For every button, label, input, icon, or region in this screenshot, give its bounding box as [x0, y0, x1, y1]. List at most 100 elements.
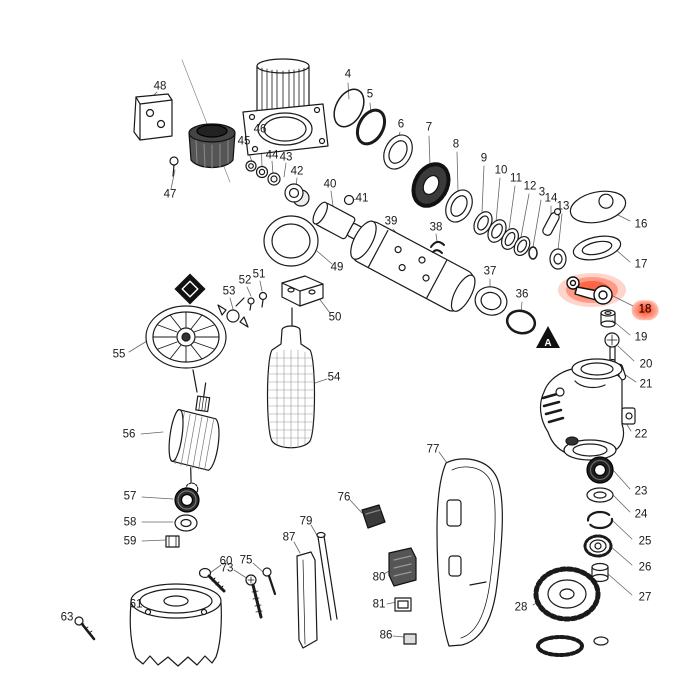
- part-label-50[interactable]: 50: [328, 311, 342, 324]
- part-label-38[interactable]: 38: [429, 221, 443, 234]
- part-17-plate: [572, 235, 622, 261]
- part-23-bearing: [586, 456, 614, 484]
- part-label-39[interactable]: 39: [384, 215, 398, 228]
- part-label-81[interactable]: 81: [372, 598, 386, 611]
- part-label-6[interactable]: 6: [397, 118, 405, 131]
- part-label-14[interactable]: 14: [544, 192, 558, 205]
- part-label-27[interactable]: 27: [638, 591, 652, 604]
- part-3-ring: [528, 246, 538, 260]
- part-barrel-assembly: [242, 58, 329, 156]
- part-label-44[interactable]: 44: [265, 149, 279, 162]
- part-73-screw: [245, 574, 263, 619]
- part-label-36[interactable]: 36: [515, 288, 529, 301]
- part-label-43[interactable]: 43: [279, 151, 293, 164]
- part-label-46[interactable]: 46: [253, 123, 267, 136]
- part-label-45[interactable]: 45: [237, 135, 251, 148]
- part-47-pin: [169, 156, 179, 177]
- part-57-bearing: [174, 487, 200, 513]
- part-41-ball: [343, 194, 355, 206]
- part-14-pin: [542, 208, 562, 236]
- part-76-clip: [361, 504, 386, 529]
- part-label-54[interactable]: 54: [327, 371, 341, 384]
- part-label-55[interactable]: 55: [112, 348, 126, 361]
- part-label-59[interactable]: 59: [123, 535, 137, 548]
- part-8-ring: [445, 189, 473, 223]
- part-label-57[interactable]: 57: [123, 490, 137, 503]
- part-label-16[interactable]: 16: [634, 218, 648, 231]
- part-label-28[interactable]: 28: [514, 601, 528, 614]
- part-43-washer: [267, 172, 281, 186]
- part-label-12[interactable]: 12: [523, 180, 537, 193]
- part-label-8[interactable]: 8: [452, 138, 460, 151]
- part-label-79[interactable]: 79: [299, 515, 313, 528]
- part-13-ring: [549, 248, 567, 270]
- part-label-58[interactable]: 58: [123, 516, 137, 529]
- part-label-63[interactable]: 63: [60, 611, 74, 624]
- part-label-24[interactable]: 24: [634, 508, 648, 521]
- part-59-clip: [165, 535, 180, 548]
- part-39-cylinder: [350, 220, 476, 312]
- part-79-rod: [316, 531, 338, 621]
- part-51-screw: [258, 291, 268, 308]
- part-label-56[interactable]: 56: [122, 428, 136, 441]
- part-label-5[interactable]: 5: [366, 88, 374, 101]
- part-label-61[interactable]: 61: [129, 598, 143, 611]
- part-label-25[interactable]: 25: [638, 535, 652, 548]
- part-75-screw: [262, 567, 277, 596]
- part-6-ring: [383, 134, 413, 170]
- part-label-51[interactable]: 51: [252, 268, 266, 281]
- part-24-washer: [586, 487, 614, 503]
- part-label-76[interactable]: 76: [337, 491, 351, 504]
- part-label-42[interactable]: 42: [290, 165, 304, 178]
- part-brush-cap: [188, 123, 236, 169]
- part-50-bracket: [281, 275, 324, 331]
- part-label-26[interactable]: 26: [638, 561, 652, 574]
- part-label-37[interactable]: 37: [483, 265, 497, 278]
- part-16-cap: [569, 190, 627, 224]
- part-label-47[interactable]: 47: [163, 188, 177, 201]
- part-45-washer: [245, 160, 257, 172]
- part-36-oring: [505, 309, 537, 335]
- part-label-73[interactable]: 73: [220, 562, 234, 575]
- part-label-87[interactable]: 87: [282, 531, 296, 544]
- part-label-52[interactable]: 52: [238, 274, 252, 287]
- part-label-75[interactable]: 75: [239, 554, 253, 567]
- part-label-40[interactable]: 40: [323, 178, 337, 191]
- part-label-49[interactable]: 49: [330, 261, 344, 274]
- part-label-77[interactable]: 77: [426, 443, 440, 456]
- part-label-18[interactable]: 18: [631, 300, 659, 320]
- part-label-23[interactable]: 23: [634, 485, 648, 498]
- part-53-wingbolt: [217, 297, 249, 328]
- part-label-11[interactable]: 11: [510, 172, 522, 185]
- part-label-41[interactable]: 41: [355, 192, 369, 205]
- warning-triangle: A: [536, 326, 560, 349]
- part-7-gear: [411, 162, 451, 208]
- part-label-7[interactable]: 7: [425, 121, 433, 134]
- part-label-20[interactable]: 20: [639, 358, 653, 371]
- part-11-ring: [501, 228, 519, 250]
- part-label-48[interactable]: 48: [153, 80, 167, 93]
- part-label-53[interactable]: 53: [222, 285, 236, 298]
- part-42-bearing: [284, 183, 310, 207]
- part-77-handle-cover: [436, 458, 503, 647]
- part-label-3[interactable]: 3: [538, 186, 546, 199]
- part-label-17[interactable]: 17: [634, 258, 648, 271]
- part-label-19[interactable]: 19: [634, 331, 648, 344]
- part-86-block: [403, 633, 417, 645]
- part-label-22[interactable]: 22: [634, 428, 648, 441]
- part-label-9[interactable]: 9: [480, 152, 488, 165]
- part-61-housing: [129, 583, 222, 667]
- part-label-13[interactable]: 13: [556, 200, 570, 213]
- part-label-10[interactable]: 10: [494, 164, 508, 177]
- part-label-21[interactable]: 21: [639, 378, 653, 391]
- part-label-60[interactable]: 60: [219, 555, 233, 568]
- part-label-4[interactable]: 4: [344, 68, 352, 81]
- part-label-80[interactable]: 80: [372, 571, 386, 584]
- part-9-ring: [473, 211, 493, 235]
- part-48-bracket: [133, 93, 173, 141]
- part-label-86[interactable]: 86: [379, 629, 393, 642]
- part-60-screw: [198, 567, 226, 593]
- part-18-crank[interactable]: [558, 273, 626, 307]
